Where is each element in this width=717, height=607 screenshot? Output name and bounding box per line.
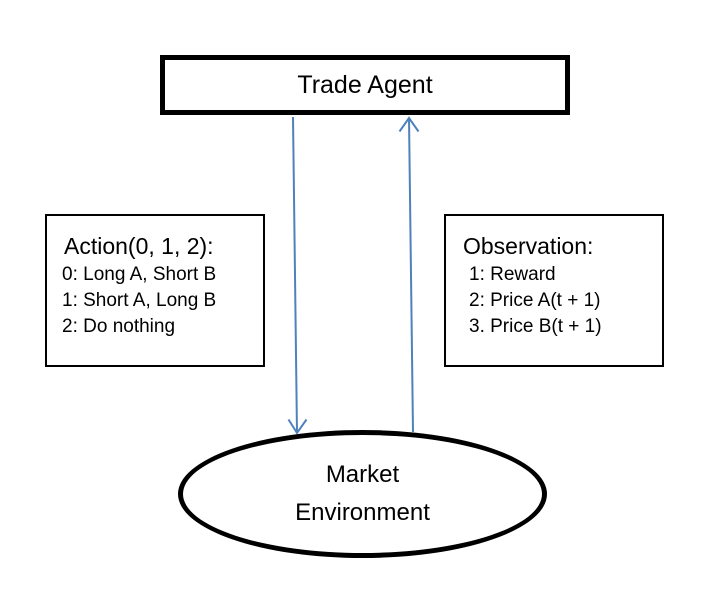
down-arrowhead-icon [287,418,308,435]
trade-agent-box: Trade Agent [160,55,570,115]
trade-agent-label: Trade Agent [297,70,433,99]
action-item-2: 2: Do nothing [62,316,176,337]
observation-item-0: 1: Reward [469,264,556,285]
observation-item-2: 3. Price B(t + 1) [469,316,602,337]
observation-box: Observation: 1: Reward 2: Price A(t + 1)… [444,214,664,367]
market-environment-ellipse: Market Environment [178,430,547,558]
observation-item-1: 2: Price A(t + 1) [469,290,601,311]
up-arrowhead-icon [398,116,420,133]
action-item-0: 0: Long A, Short B [62,264,217,285]
observation-arrow [398,116,420,433]
action-arrow [287,116,308,435]
environment-label-line2: Environment [295,499,430,526]
action-box: Action(0, 1, 2): 0: Long A, Short B 1: S… [45,214,265,367]
environment-label-line1: Market [325,461,400,488]
action-item-1: 1: Short A, Long B [62,290,217,311]
action-box-title: Action(0, 1, 2): [64,233,214,259]
observation-box-title: Observation: [463,233,594,259]
